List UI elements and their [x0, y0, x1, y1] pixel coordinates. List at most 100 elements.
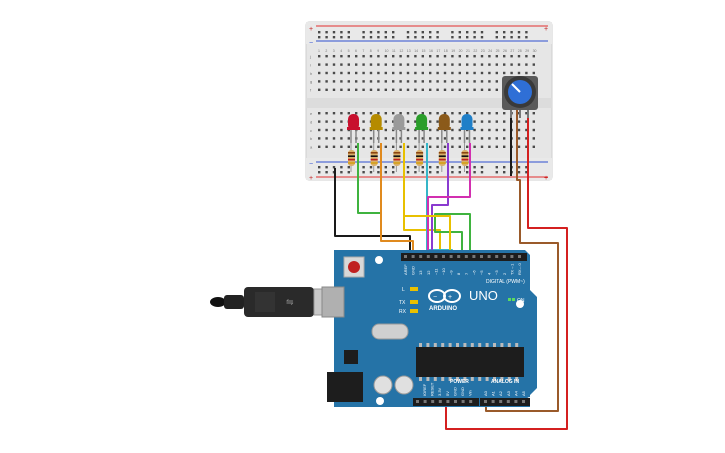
- column-number: 12: [399, 49, 403, 53]
- arduino-brand: ARDUINO: [429, 306, 457, 312]
- digital-pin-label: 13: [418, 270, 423, 275]
- resistor[interactable]: [438, 143, 446, 172]
- column-number: 14: [414, 49, 418, 53]
- analog-label: ANALOG IN: [491, 379, 519, 385]
- led-rx: [410, 309, 418, 313]
- led-rx-label: RX: [399, 309, 407, 315]
- capacitor: [373, 375, 393, 395]
- led[interactable]: [415, 114, 429, 143]
- arduino-model: UNO: [469, 288, 498, 303]
- wire-green-2[interactable]: [434, 213, 471, 258]
- column-number: 22: [473, 49, 477, 53]
- resistor[interactable]: [393, 143, 401, 172]
- digital-pin-label: GND: [411, 266, 416, 275]
- column-number: 20: [459, 49, 463, 53]
- potentiometer[interactable]: [502, 76, 538, 118]
- row-letter: b: [310, 136, 313, 141]
- led-l: [410, 287, 418, 291]
- rail-plus-label-bottom-right: +: [544, 175, 548, 182]
- row-letter: g: [310, 79, 312, 84]
- wire-orange[interactable]: [380, 143, 414, 258]
- digital-pin-label: ~9: [449, 270, 454, 275]
- usb-jack: [321, 286, 345, 318]
- wire-brown-pot[interactable]: [485, 107, 559, 412]
- column-number: 11: [392, 49, 396, 53]
- led[interactable]: [437, 114, 451, 143]
- digital-pin-label: TX→1: [509, 263, 514, 275]
- usb-cable[interactable]: ⇋: [210, 287, 341, 317]
- wires: [334, 107, 568, 430]
- analog-pin-label: A3: [506, 390, 511, 396]
- wire-purple[interactable]: [431, 143, 449, 258]
- digital-pin-label: 8: [456, 272, 461, 275]
- analog-pin-label: A0: [483, 390, 488, 396]
- column-number: 21: [466, 49, 470, 53]
- analog-header[interactable]: [480, 398, 530, 406]
- column-number: 10: [385, 49, 389, 53]
- led[interactable]: [460, 114, 474, 143]
- power-pin-label: 3.3V: [437, 387, 442, 396]
- wire-magenta[interactable]: [427, 143, 471, 258]
- svg-text:+: +: [448, 294, 452, 301]
- row-letter: e: [310, 111, 313, 116]
- digital-label: DIGITAL (PWM~): [486, 279, 525, 285]
- led-tx-label: TX: [399, 300, 406, 306]
- column-number: 28: [518, 49, 522, 53]
- chip-pins: [419, 343, 519, 381]
- digital-pin-label: 7: [464, 272, 469, 275]
- usb-icon: ⇋: [286, 297, 294, 307]
- analog-pin-label: A4: [513, 390, 518, 396]
- header-pins: [404, 255, 525, 403]
- analog-pin-label: A5: [521, 390, 526, 396]
- wire-red-pot[interactable]: [445, 107, 568, 430]
- power-pin-label: GND: [452, 387, 457, 396]
- wire-black[interactable]: [334, 168, 411, 258]
- digital-pin-label: RX←0: [517, 262, 522, 275]
- rail-minus-label-bottom: −: [309, 161, 313, 168]
- led-tx: [410, 300, 418, 304]
- column-number: 27: [510, 49, 514, 53]
- column-number: 8: [370, 49, 372, 53]
- power-pin-label: GND: [460, 387, 465, 396]
- resistor[interactable]: [461, 143, 469, 172]
- wire-yellow-2[interactable]: [403, 215, 451, 258]
- on-label: ON: [517, 298, 525, 304]
- resistor[interactable]: [416, 143, 424, 172]
- column-number: 7: [362, 49, 364, 53]
- digital-pin-label: ~6: [471, 270, 476, 275]
- wire-green[interactable]: [357, 143, 381, 214]
- column-number: 25: [496, 49, 500, 53]
- crystal: [371, 323, 409, 340]
- led[interactable]: [392, 114, 406, 143]
- column-number: 13: [407, 49, 411, 53]
- column-number: 19: [451, 49, 455, 53]
- column-number: 29: [525, 49, 529, 53]
- wire-yellow[interactable]: [403, 143, 441, 258]
- digital-pin-label: ~5: [479, 270, 484, 275]
- power-header[interactable]: [413, 398, 479, 406]
- led[interactable]: [347, 114, 360, 143]
- power-pin-label: Vin: [468, 390, 473, 396]
- row-letter: c: [310, 128, 312, 133]
- column-number: 30: [533, 49, 537, 53]
- rail-plus-label-bottom: +: [309, 175, 313, 182]
- led[interactable]: [369, 114, 383, 143]
- column-number: 2: [325, 49, 327, 53]
- column-number: 6: [355, 49, 357, 53]
- resistor[interactable]: [348, 143, 355, 172]
- row-letter: d: [310, 119, 312, 124]
- arduino-board[interactable]: L TX RX − + ARDUINO UNO ON DIGITAL (PWM~…: [321, 250, 537, 407]
- digital-header[interactable]: [401, 253, 527, 261]
- column-number: 4: [340, 49, 342, 53]
- row-letter: h: [310, 71, 312, 76]
- atmega-chip: [416, 347, 524, 377]
- digital-pin-label: 12: [426, 270, 431, 275]
- rail-minus-label-top: −: [309, 40, 313, 47]
- reset-button[interactable]: [343, 256, 365, 278]
- resistor[interactable]: [370, 143, 378, 172]
- column-number: 15: [422, 49, 426, 53]
- column-number: 3: [333, 49, 335, 53]
